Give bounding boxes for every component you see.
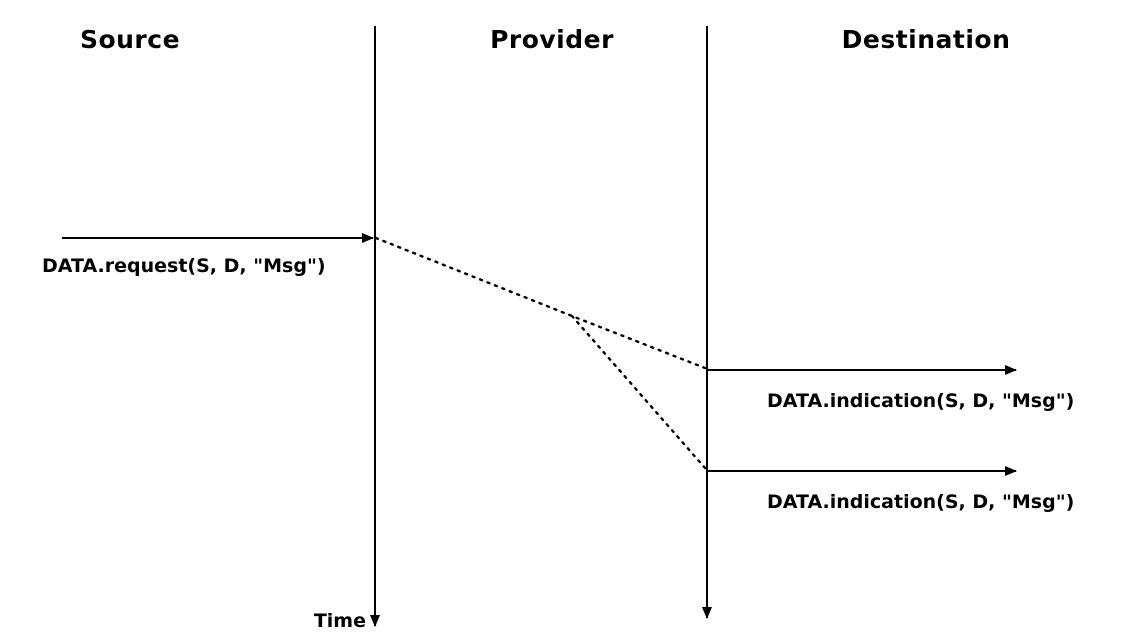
time-axis-label: Time — [314, 610, 366, 632]
provider-column-header: Provider — [490, 25, 614, 54]
source-column-header: Source — [80, 25, 180, 54]
propagation-path-1 — [374, 236, 707, 370]
destination-column-header: Destination — [842, 25, 1011, 54]
request-label: DATA.request(S, D, "Msg") — [42, 255, 326, 277]
indication-label-2: DATA.indication(S, D, "Msg") — [767, 491, 1074, 513]
propagation-path-2 — [570, 314, 707, 470]
indication-label-1: DATA.indication(S, D, "Msg") — [767, 390, 1074, 412]
